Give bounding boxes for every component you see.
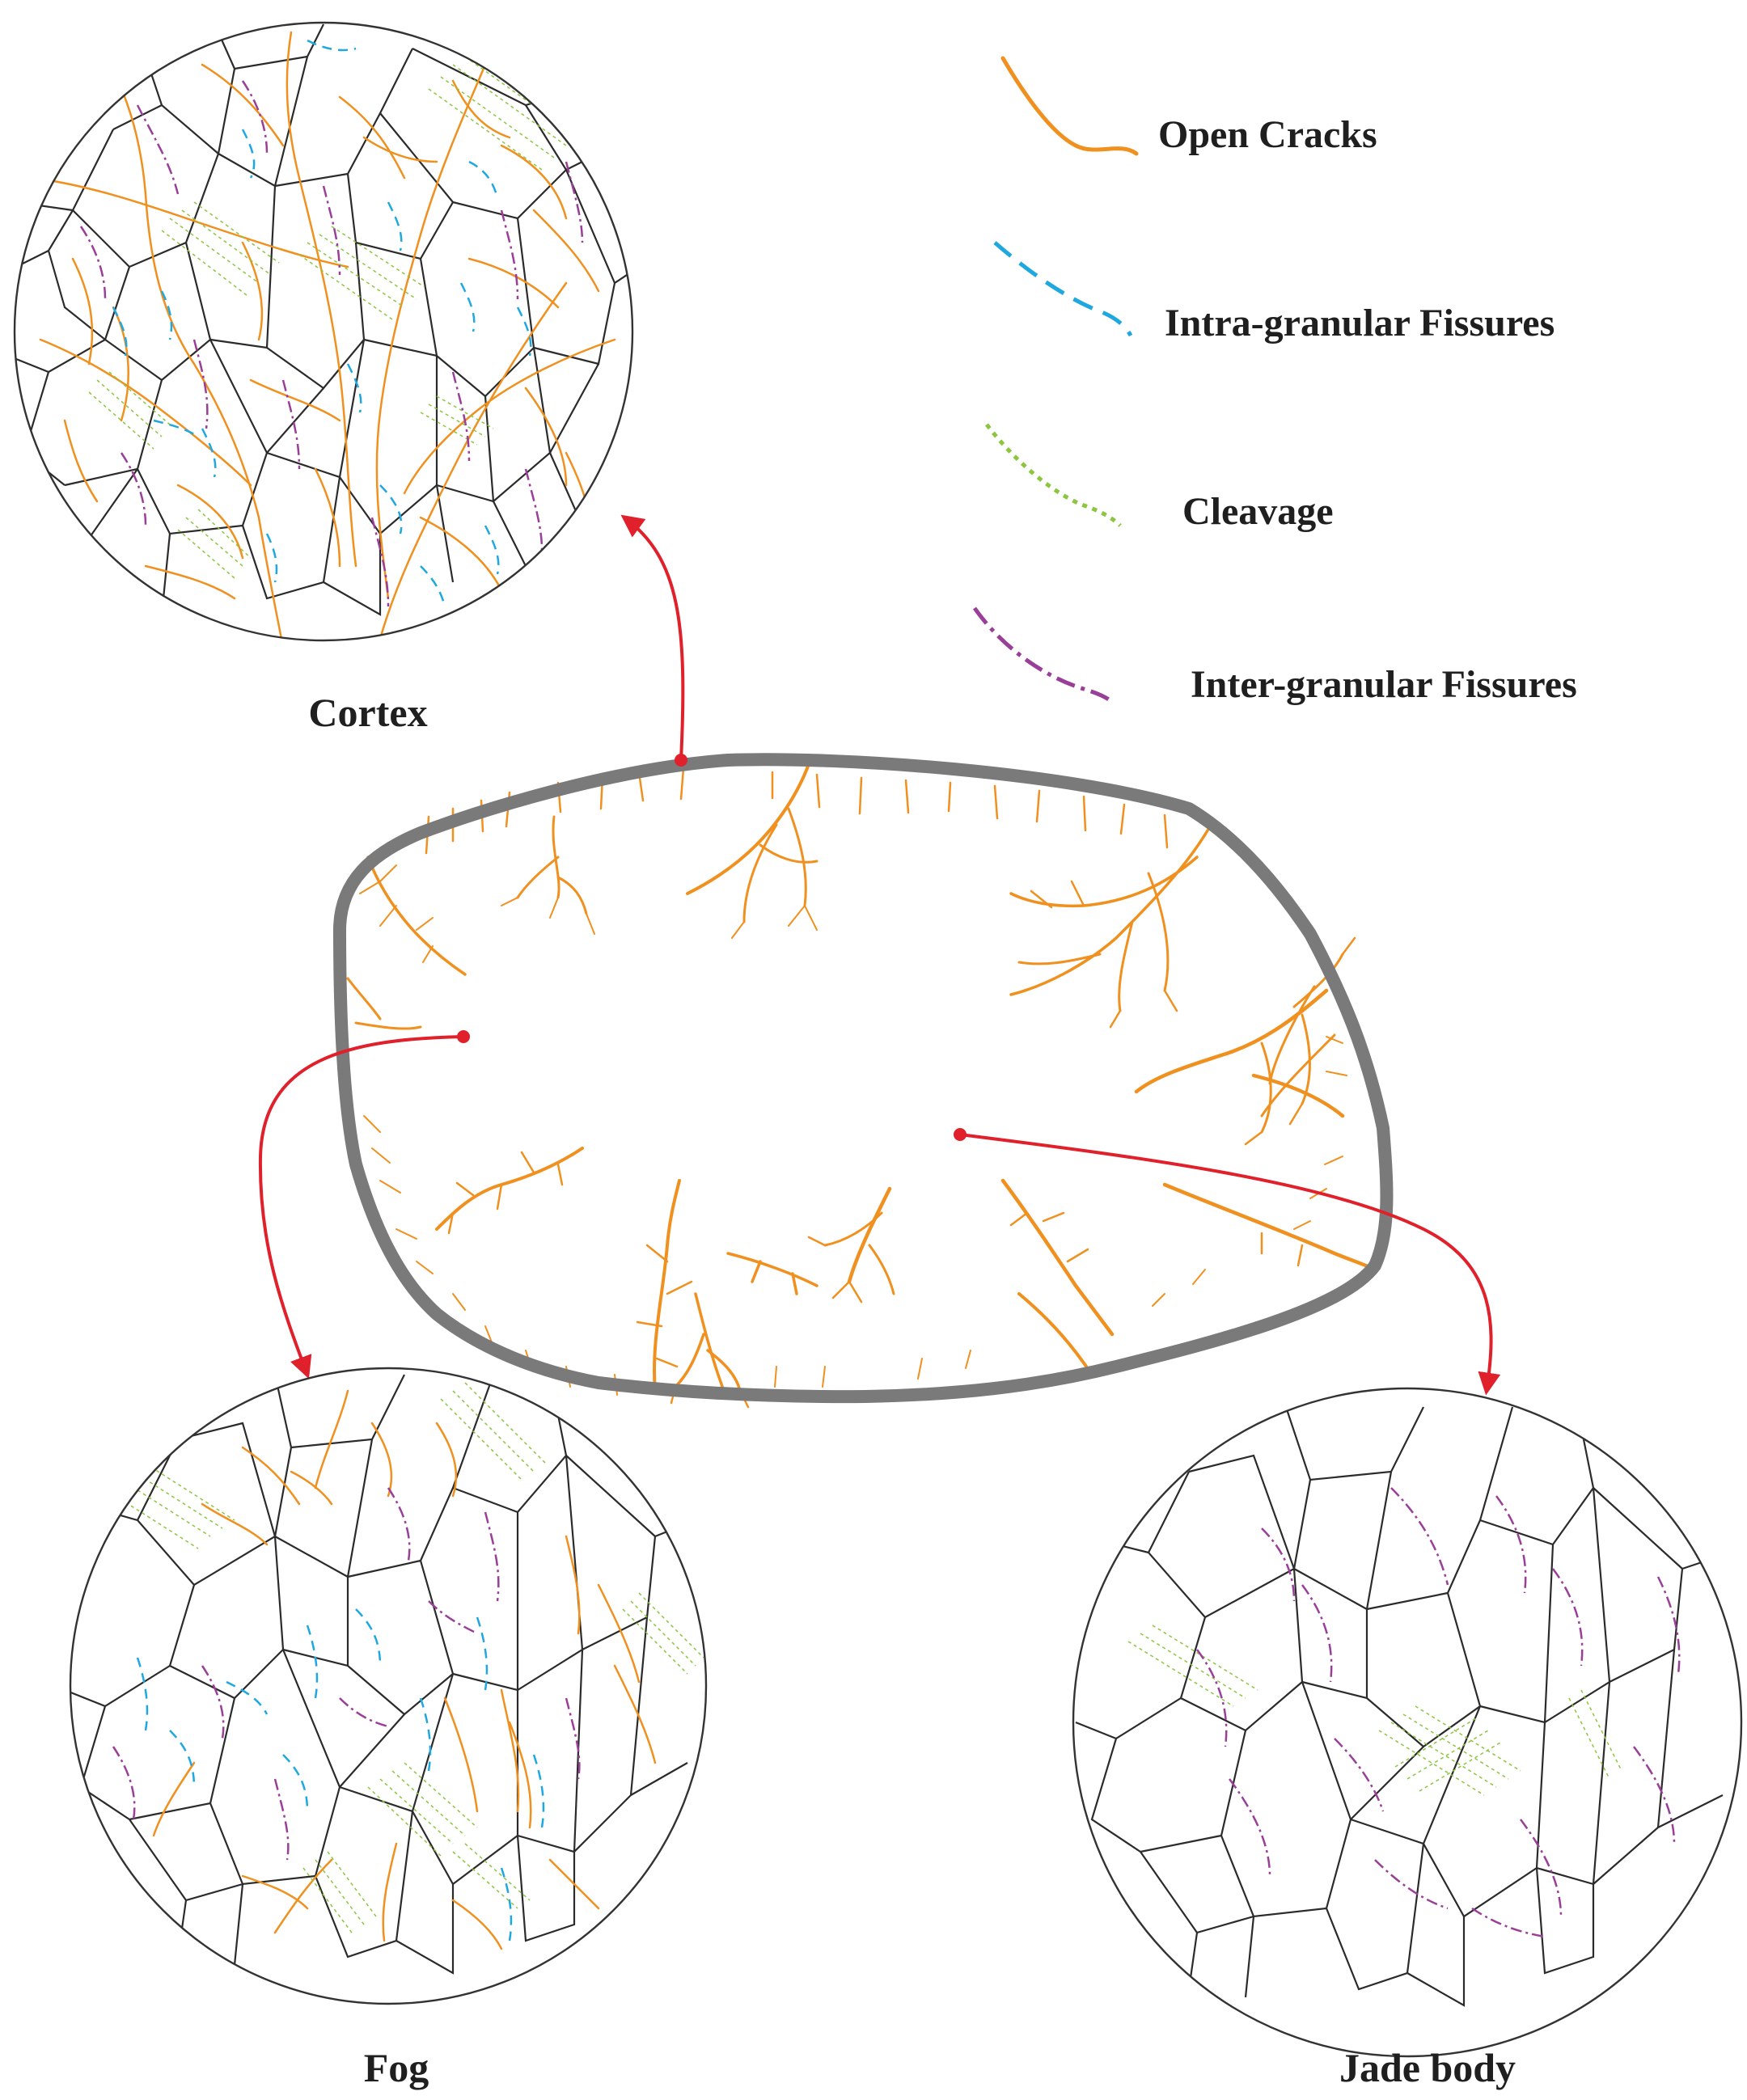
jade-body-cleavage [1127,1625,1622,1796]
legend-intra-granular-label: Intra-granular Fissures [1165,302,1555,344]
cortex-caption: Cortex [308,690,427,735]
jade-body-inter-granular-fissures [1195,1487,1681,1938]
legend-open-cracks-label: Open Cracks [1158,113,1377,156]
cortex-inter-granular-fissures [79,80,584,607]
arrow-to-fog [258,1030,470,1380]
legend-intra-granular-swatch [993,241,1133,337]
legend-cleavage-label: Cleavage [1182,490,1334,533]
legend-open-cracks-swatch [1000,56,1139,156]
fog-inter-granular-fissures [112,1487,581,1861]
jade-stone-section [333,753,1394,1409]
legend: Open Cracks Intra-granular Fissures Clea… [972,56,1577,706]
fog-cleavage [108,1382,704,1933]
jade-body-grain-boundaries [1075,1406,1732,2007]
pointer-arrows [258,514,1501,1396]
fog-intra-granular-fissures [136,1608,545,1942]
legend-inter-granular-swatch [972,606,1114,704]
fog-micrograph [69,1367,708,2005]
fog-caption: Fog [364,2045,429,2090]
arrow-to-cortex [620,514,687,767]
cortex-open-cracks [31,31,616,640]
cortex-grain-boundaries [15,23,632,616]
legend-inter-granular-label: Inter-granular Fissures [1191,663,1577,706]
legend-cleavage-swatch [985,423,1122,527]
jade-body-micrograph [1072,1387,1743,2058]
fog-grain-boundaries [70,1374,696,1975]
stone-crack-network [346,763,1377,1409]
fog-open-cracks [152,1389,657,1950]
stone-outline [333,753,1394,1404]
jade-body-caption: Jade body [1339,2045,1516,2090]
cortex-intra-granular-fissures [112,39,532,607]
cortex-micrograph [13,21,634,642]
arrow-to-jade-body [954,1128,1501,1396]
